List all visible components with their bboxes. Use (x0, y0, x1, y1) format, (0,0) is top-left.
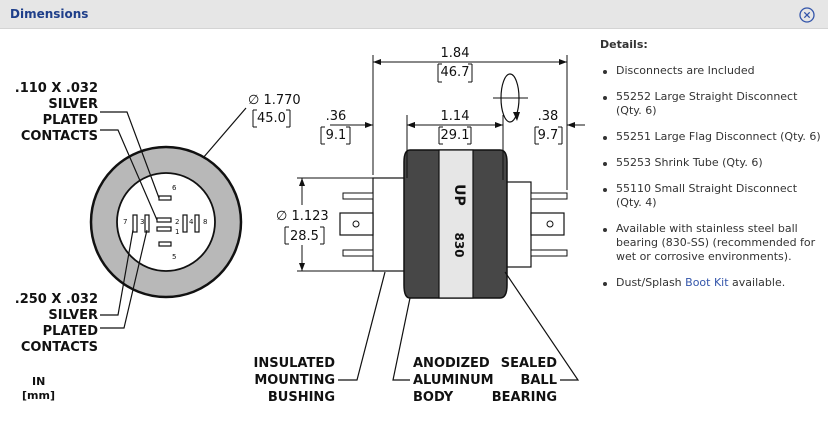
svg-text:ALUMINUM: ALUMINUM (413, 373, 494, 388)
svg-text:.38: .38 (538, 109, 559, 124)
svg-text:ANODIZED: ANODIZED (413, 356, 490, 371)
up-text: UP (451, 184, 467, 206)
overall-length-dim: 1.84 46.7 (373, 46, 567, 123)
details-panel: Details: Disconnects are Included 55252 … (600, 38, 822, 302)
svg-text:29.1: 29.1 (441, 128, 470, 143)
outer-diameter-dim: ∅ 1.770 45.0 (202, 93, 301, 159)
front-view: 1 2 3 4 5 6 7 8 (89, 145, 243, 299)
dimension-drawing: 1 2 3 4 5 6 7 8 .110 X .032 SILVER PLATE… (15, 46, 585, 405)
svg-text:1.14: 1.14 (441, 109, 470, 124)
pin-number: 8 (203, 218, 207, 226)
svg-text:SILVER: SILVER (48, 308, 98, 323)
svg-text:[mm]: [mm] (22, 389, 55, 402)
svg-text:9.1: 9.1 (326, 128, 347, 143)
pin-number: 1 (175, 228, 179, 236)
mounting-bushing (372, 177, 408, 272)
svg-text:PLATED: PLATED (43, 113, 99, 128)
list-item: 55251 Large Flag Disconnect (Qty. 6) (600, 130, 822, 144)
boot-kit-link[interactable]: Boot Kit (685, 276, 729, 289)
details-heading: Details: (600, 38, 648, 51)
svg-text:BALL: BALL (520, 373, 557, 388)
body-length-dim: 1.14 29.1 (407, 109, 503, 145)
details-list: Disconnects are Included 55252 Large Str… (600, 64, 822, 290)
svg-text:CONTACTS: CONTACTS (21, 340, 98, 355)
list-item: 55110 Small Straight Disconnect (Qty. 4) (600, 182, 822, 210)
contacts-bottom-label: .250 X .032 SILVER PLATED CONTACTS (15, 292, 98, 355)
pin-number: 5 (172, 253, 176, 261)
pin-number: 3 (140, 218, 144, 226)
svg-text:9.7: 9.7 (538, 128, 559, 143)
svg-text:BUSHING: BUSHING (268, 390, 335, 405)
body-band (438, 149, 474, 299)
svg-text:MOUNTING: MOUNTING (254, 373, 335, 388)
right-offset-dim: .38 9.7 (490, 109, 585, 145)
list-item: Dust/Splash Boot Kit available. (600, 276, 822, 290)
panel-title: Dimensions (10, 7, 89, 21)
pin-number: 6 (172, 184, 177, 192)
boot-kit-text-after: available. (728, 276, 786, 289)
svg-text:BEARING: BEARING (492, 390, 557, 405)
svg-text:∅ 1.123: ∅ 1.123 (276, 209, 329, 224)
pin-number: 4 (189, 218, 194, 226)
panel-header: Dimensions (0, 0, 828, 29)
list-item: 55253 Shrink Tube (Qty. 6) (600, 156, 822, 170)
body-diameter-dim: ∅ 1.123 28.5 (273, 178, 333, 271)
svg-text:BODY: BODY (413, 390, 454, 405)
svg-text:.110 X .032: .110 X .032 (15, 81, 98, 96)
side-view: UP 830 (339, 149, 568, 299)
model-text: 830 (452, 232, 466, 257)
bearing-label: SEALED BALL BEARING (492, 356, 557, 405)
boot-kit-text-before: Dust/Splash (616, 276, 686, 289)
svg-text:INSULATED: INSULATED (253, 356, 335, 371)
svg-text:CONTACTS: CONTACTS (21, 129, 98, 144)
list-item: 55252 Large Straight Disconnect (Qty. 6) (600, 90, 822, 118)
svg-text:46.7: 46.7 (441, 65, 470, 80)
pin-number: 7 (123, 218, 127, 226)
pin-number: 2 (175, 218, 179, 226)
svg-text:.250 X .032: .250 X .032 (15, 292, 98, 307)
collapse-icon[interactable] (798, 6, 816, 24)
list-item: Available with stainless steel ball bear… (600, 222, 822, 264)
units-label: IN [mm] (22, 375, 55, 402)
svg-text:∅ 1.770: ∅ 1.770 (248, 93, 301, 108)
contacts-top-label: .110 X .032 SILVER PLATED CONTACTS (15, 81, 98, 144)
svg-text:28.5: 28.5 (290, 229, 319, 244)
svg-text:.36: .36 (326, 109, 347, 124)
bushing-label: INSULATED MOUNTING BUSHING (253, 356, 335, 405)
svg-text:1.84: 1.84 (441, 46, 470, 61)
svg-text:45.0: 45.0 (257, 111, 286, 126)
svg-text:SEALED: SEALED (501, 356, 557, 371)
list-item: Disconnects are Included (600, 64, 822, 78)
left-offset-dim: .36 9.1 (320, 109, 420, 145)
svg-text:SILVER: SILVER (48, 97, 98, 112)
svg-text:PLATED: PLATED (43, 324, 99, 339)
svg-text:IN: IN (32, 375, 45, 388)
body-label: ANODIZED ALUMINUM BODY (413, 356, 494, 405)
